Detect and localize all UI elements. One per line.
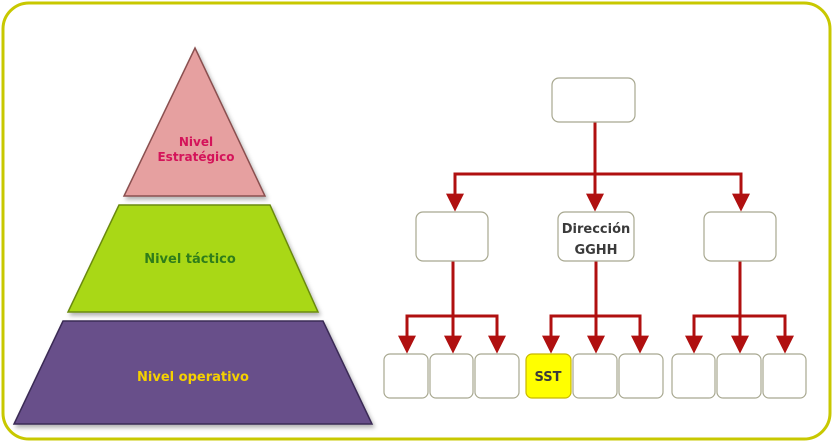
org-label-direccion-line2: GGHH xyxy=(574,243,617,258)
connector-g1-right xyxy=(453,314,506,354)
org-box-leaf-1-2 xyxy=(429,353,474,399)
pyramid-label-tactico: Nivel táctico xyxy=(144,252,236,267)
pyramid-label-estrategico-line2: Estratégico xyxy=(157,150,234,164)
org-box-leaf-3-2 xyxy=(716,353,762,399)
pyramid-level-tactico xyxy=(66,204,320,313)
org-label-sst: SST xyxy=(534,370,561,385)
org-box-middle-left xyxy=(415,211,489,262)
org-boxes xyxy=(383,77,807,399)
pyramid-label-estrategico-line1: Nivel xyxy=(179,135,213,149)
connector-root-right xyxy=(595,172,750,212)
connector-g3-left xyxy=(685,314,740,354)
pyramid-label-operativo: Nivel operativo xyxy=(137,370,249,385)
connector-g3-right xyxy=(740,314,794,354)
org-box-middle-right xyxy=(703,211,777,262)
pyramid-level-operativo xyxy=(12,320,374,425)
connector-g2-left xyxy=(542,314,596,354)
org-connectors xyxy=(398,122,794,354)
org-box-leaf-2-2 xyxy=(572,353,618,399)
org-box-leaf-1-1 xyxy=(383,353,429,399)
pyramid: Nivel Estratégico Nivel táctico Nivel op… xyxy=(12,46,374,425)
org-box-leaf-2-1 xyxy=(525,353,572,399)
org-box-leaf-3-1 xyxy=(671,353,716,399)
org-box-root xyxy=(551,77,636,123)
org-box-leaf-3-3 xyxy=(762,353,807,399)
connector-g1-left xyxy=(398,314,453,354)
pyramid-level-estrategico xyxy=(122,46,267,197)
connector-root-left xyxy=(446,172,595,212)
org-label-direccion-line1: Dirección xyxy=(562,222,631,237)
org-box-leaf-1-3 xyxy=(474,353,520,399)
org-box-middle-center xyxy=(557,211,635,262)
connector-g2-right xyxy=(596,314,649,354)
org-box-leaf-2-3 xyxy=(618,353,664,399)
